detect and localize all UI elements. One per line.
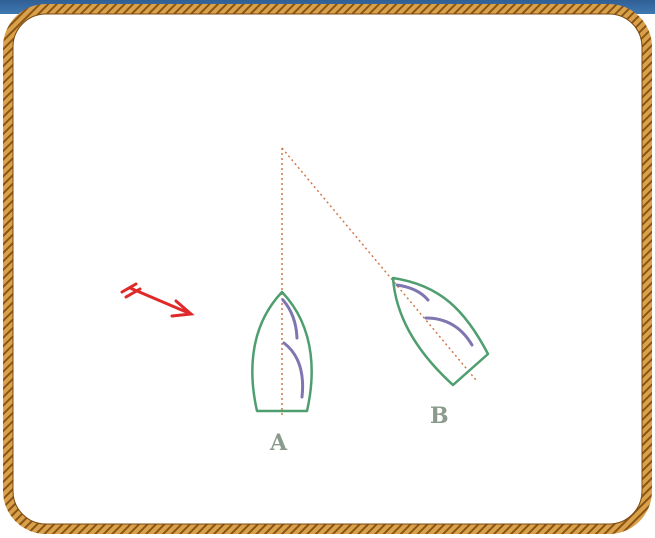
wind-arrow-icon <box>122 284 191 316</box>
rope-frame-inner-edge <box>13 14 642 524</box>
boat-b-mainsail <box>426 318 472 345</box>
boat-a-mainsail <box>284 343 303 397</box>
sight-line-diagonal <box>282 148 476 380</box>
boat-b-label: B <box>430 403 449 429</box>
rope-frame <box>8 9 647 529</box>
boat-a-label: A <box>270 430 287 456</box>
boat-b-hull <box>393 278 488 385</box>
boat-b <box>393 278 488 385</box>
boat-a-jib <box>283 300 297 338</box>
